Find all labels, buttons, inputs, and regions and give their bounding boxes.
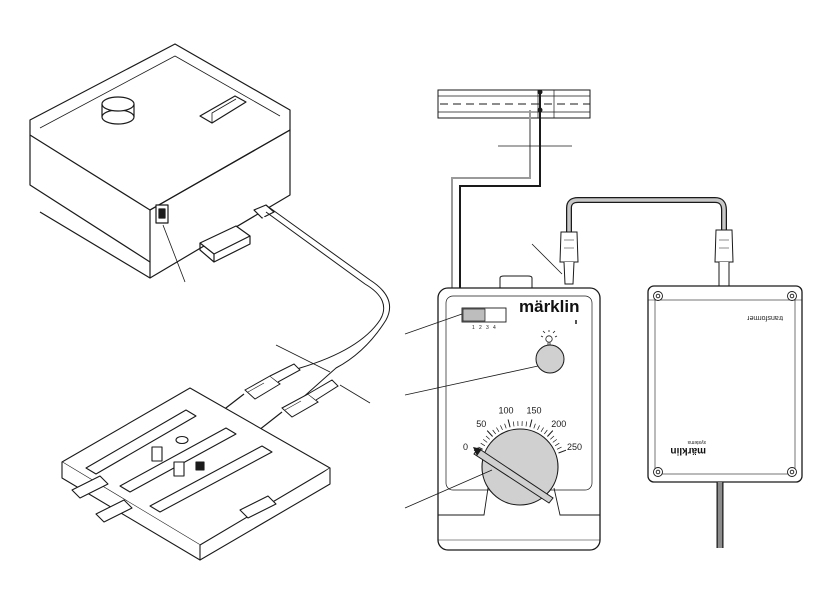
controller-brand: märklin bbox=[519, 297, 579, 316]
transformer-cable bbox=[532, 200, 733, 286]
speed-label: 250 bbox=[567, 442, 582, 452]
transformer-brand-sub: systems bbox=[687, 439, 706, 445]
direction-switch[interactable] bbox=[462, 308, 506, 322]
direction-digit: 2 bbox=[479, 325, 482, 331]
cable-plugs bbox=[245, 364, 338, 417]
speed-label: 50 bbox=[476, 419, 486, 429]
direction-digit: 4 bbox=[493, 325, 496, 331]
accessory-box bbox=[30, 44, 290, 282]
speed-label: 100 bbox=[498, 406, 513, 416]
speed-label: 200 bbox=[551, 419, 566, 429]
speed-label: 150 bbox=[526, 406, 541, 416]
speed-label: 0 bbox=[463, 442, 468, 452]
track-segment bbox=[438, 90, 590, 118]
light-button[interactable] bbox=[536, 345, 564, 373]
transformer-brand: märklin bbox=[670, 445, 706, 456]
direction-digit: 1 bbox=[472, 325, 475, 331]
transformer-label: transformer bbox=[747, 314, 783, 321]
transformer-box: transformer märklin systems bbox=[648, 286, 802, 548]
track-feed-wires bbox=[452, 94, 572, 292]
direction-digit: 3 bbox=[486, 325, 489, 331]
